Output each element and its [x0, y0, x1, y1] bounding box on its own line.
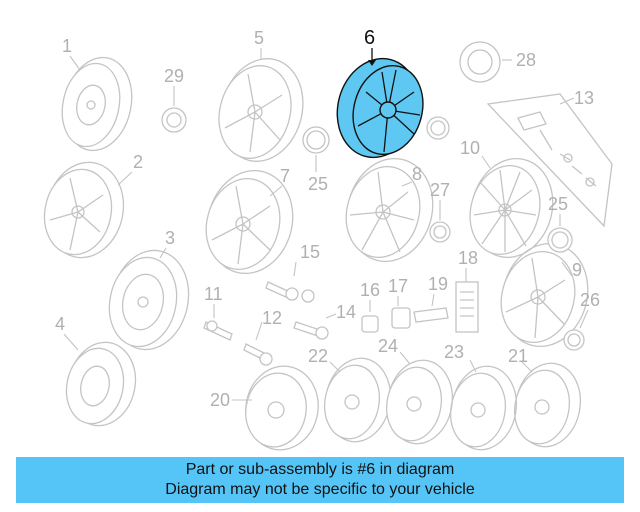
callout-6: 6 [364, 27, 375, 49]
weight-19 [413, 307, 449, 323]
callout-10: 10 [460, 138, 480, 158]
cap-29 [161, 107, 187, 133]
callout-17: 17 [388, 276, 408, 296]
callout-1: 1 [62, 36, 72, 56]
callout-29: 29 [164, 66, 184, 86]
tpms-kit-13 [486, 93, 613, 228]
hubcap-28 [459, 41, 501, 83]
nut-17 [391, 307, 411, 329]
callout-25-a: 25 [308, 174, 328, 194]
nut-16 [361, 315, 379, 333]
callout-14: 14 [336, 302, 356, 322]
callout-20: 20 [210, 390, 230, 410]
callout-3: 3 [165, 228, 175, 248]
callout-8: 8 [412, 164, 422, 184]
banner-line-2: Diagram may not be specific to your vehi… [165, 481, 475, 498]
emblem-25-b [547, 227, 573, 253]
bolt-11 [203, 320, 233, 341]
wheel-2 [43, 161, 125, 259]
emblem-25-a [302, 126, 330, 154]
callout-27: 27 [430, 180, 450, 200]
callout-23: 23 [444, 342, 464, 362]
callout-18: 18 [458, 248, 478, 268]
cap-26 [563, 329, 585, 351]
callout-19: 19 [428, 274, 448, 294]
callout-4: 4 [55, 314, 65, 334]
wheel-3 [108, 249, 190, 351]
label-18 [455, 281, 479, 333]
wheel-9 [500, 242, 589, 348]
emblem-near-6 [426, 116, 450, 140]
cap-27 [429, 221, 451, 243]
hubcap-22 [323, 357, 391, 443]
wheel-1 [61, 56, 133, 152]
callout-21: 21 [508, 346, 528, 366]
callout-9: 9 [572, 260, 582, 280]
callout-22: 22 [308, 346, 328, 366]
wheel-7 [205, 169, 294, 275]
valve-12 [243, 343, 273, 366]
lug-bolt-15 [265, 281, 315, 303]
parts-diagram: 1 2 3 4 5 6 [43, 27, 613, 451]
hubcap-20 [245, 365, 319, 451]
callout-2: 2 [133, 152, 143, 172]
wheel-5 [218, 58, 304, 162]
callout-12: 12 [262, 308, 282, 328]
callout-24: 24 [378, 336, 398, 356]
callout-11: 11 [204, 284, 223, 304]
callout-5: 5 [254, 28, 264, 48]
callout-7: 7 [280, 166, 290, 186]
wheel-10 [469, 157, 554, 259]
bolt-14 [293, 321, 329, 340]
wheel-6-highlighted[interactable] [326, 49, 432, 166]
hubcap-21 [513, 362, 581, 448]
wheel-4 [65, 341, 137, 427]
hubcap-24 [385, 359, 453, 445]
callout-26: 26 [580, 290, 600, 310]
info-banner: Part or sub-assembly is #6 in diagram Di… [16, 457, 624, 503]
banner-line-1: Part or sub-assembly is #6 in diagram [185, 461, 455, 478]
callout-25-b: 25 [548, 194, 568, 214]
callout-15: 15 [300, 242, 320, 262]
callout-13: 13 [574, 88, 594, 108]
callout-16: 16 [360, 280, 380, 300]
wheel-8 [345, 157, 434, 263]
hubcap-23 [449, 365, 517, 451]
callout-28: 28 [516, 50, 536, 70]
